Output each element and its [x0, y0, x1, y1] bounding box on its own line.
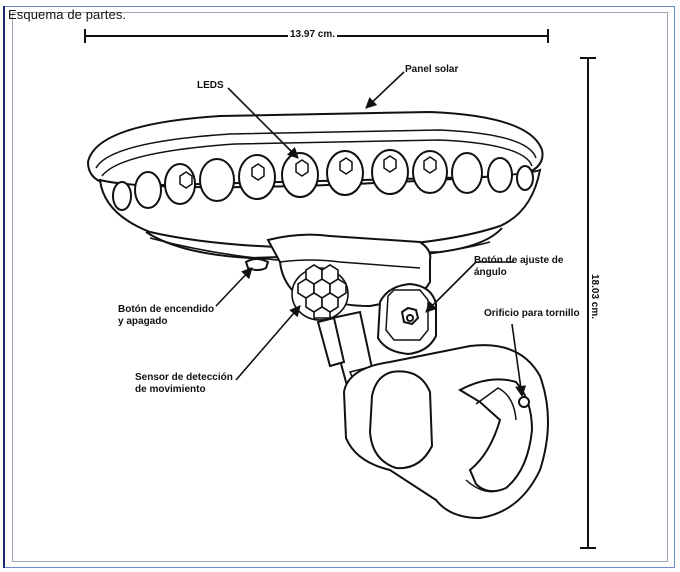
label-angle-button: Botón de ajuste de ángulo [474, 255, 563, 279]
led-lamps [179, 155, 437, 189]
width-dimension-label: 13.97 cm. [288, 29, 338, 40]
height-dimension-line [580, 57, 596, 549]
angle-button-leader-2 [425, 261, 477, 313]
label-motion-sensor: Sensor de detección de movimiento [135, 372, 233, 396]
label-angle-button-line1: Botón de ajuste de [474, 255, 564, 266]
label-power-button: Botón de encendido y apagado [118, 304, 214, 328]
label-leds: LEDS [197, 80, 224, 91]
leds-leader [227, 87, 299, 159]
power-button-leader [215, 267, 253, 307]
motion-sensor-shape [291, 264, 349, 321]
angle-knob-shape [376, 282, 437, 356]
screw-hole-leader [511, 323, 527, 398]
solar-panel-leader [365, 71, 405, 109]
motion-sensor-leader [235, 305, 301, 381]
inner-border [12, 12, 668, 562]
label-motion-sensor-line2: de movimiento [135, 384, 206, 395]
label-solar-panel: Panel solar [405, 64, 459, 75]
label-screw-hole: Orificio para tornillo [484, 308, 580, 319]
power-button-shape [244, 258, 270, 271]
label-power-button-line2: y apagado [118, 316, 168, 327]
left-rule [3, 6, 5, 568]
page-title: Esquema de partes. [8, 7, 127, 22]
wall-mount [342, 344, 549, 520]
leader-lines [215, 71, 527, 398]
label-motion-sensor-line1: Sensor de detección [135, 372, 233, 383]
label-angle-button-line2: ángulo [474, 267, 507, 278]
height-dimension-label: 18.03 cm. [589, 272, 600, 322]
label-power-button-line1: Botón de encendido [118, 304, 215, 315]
